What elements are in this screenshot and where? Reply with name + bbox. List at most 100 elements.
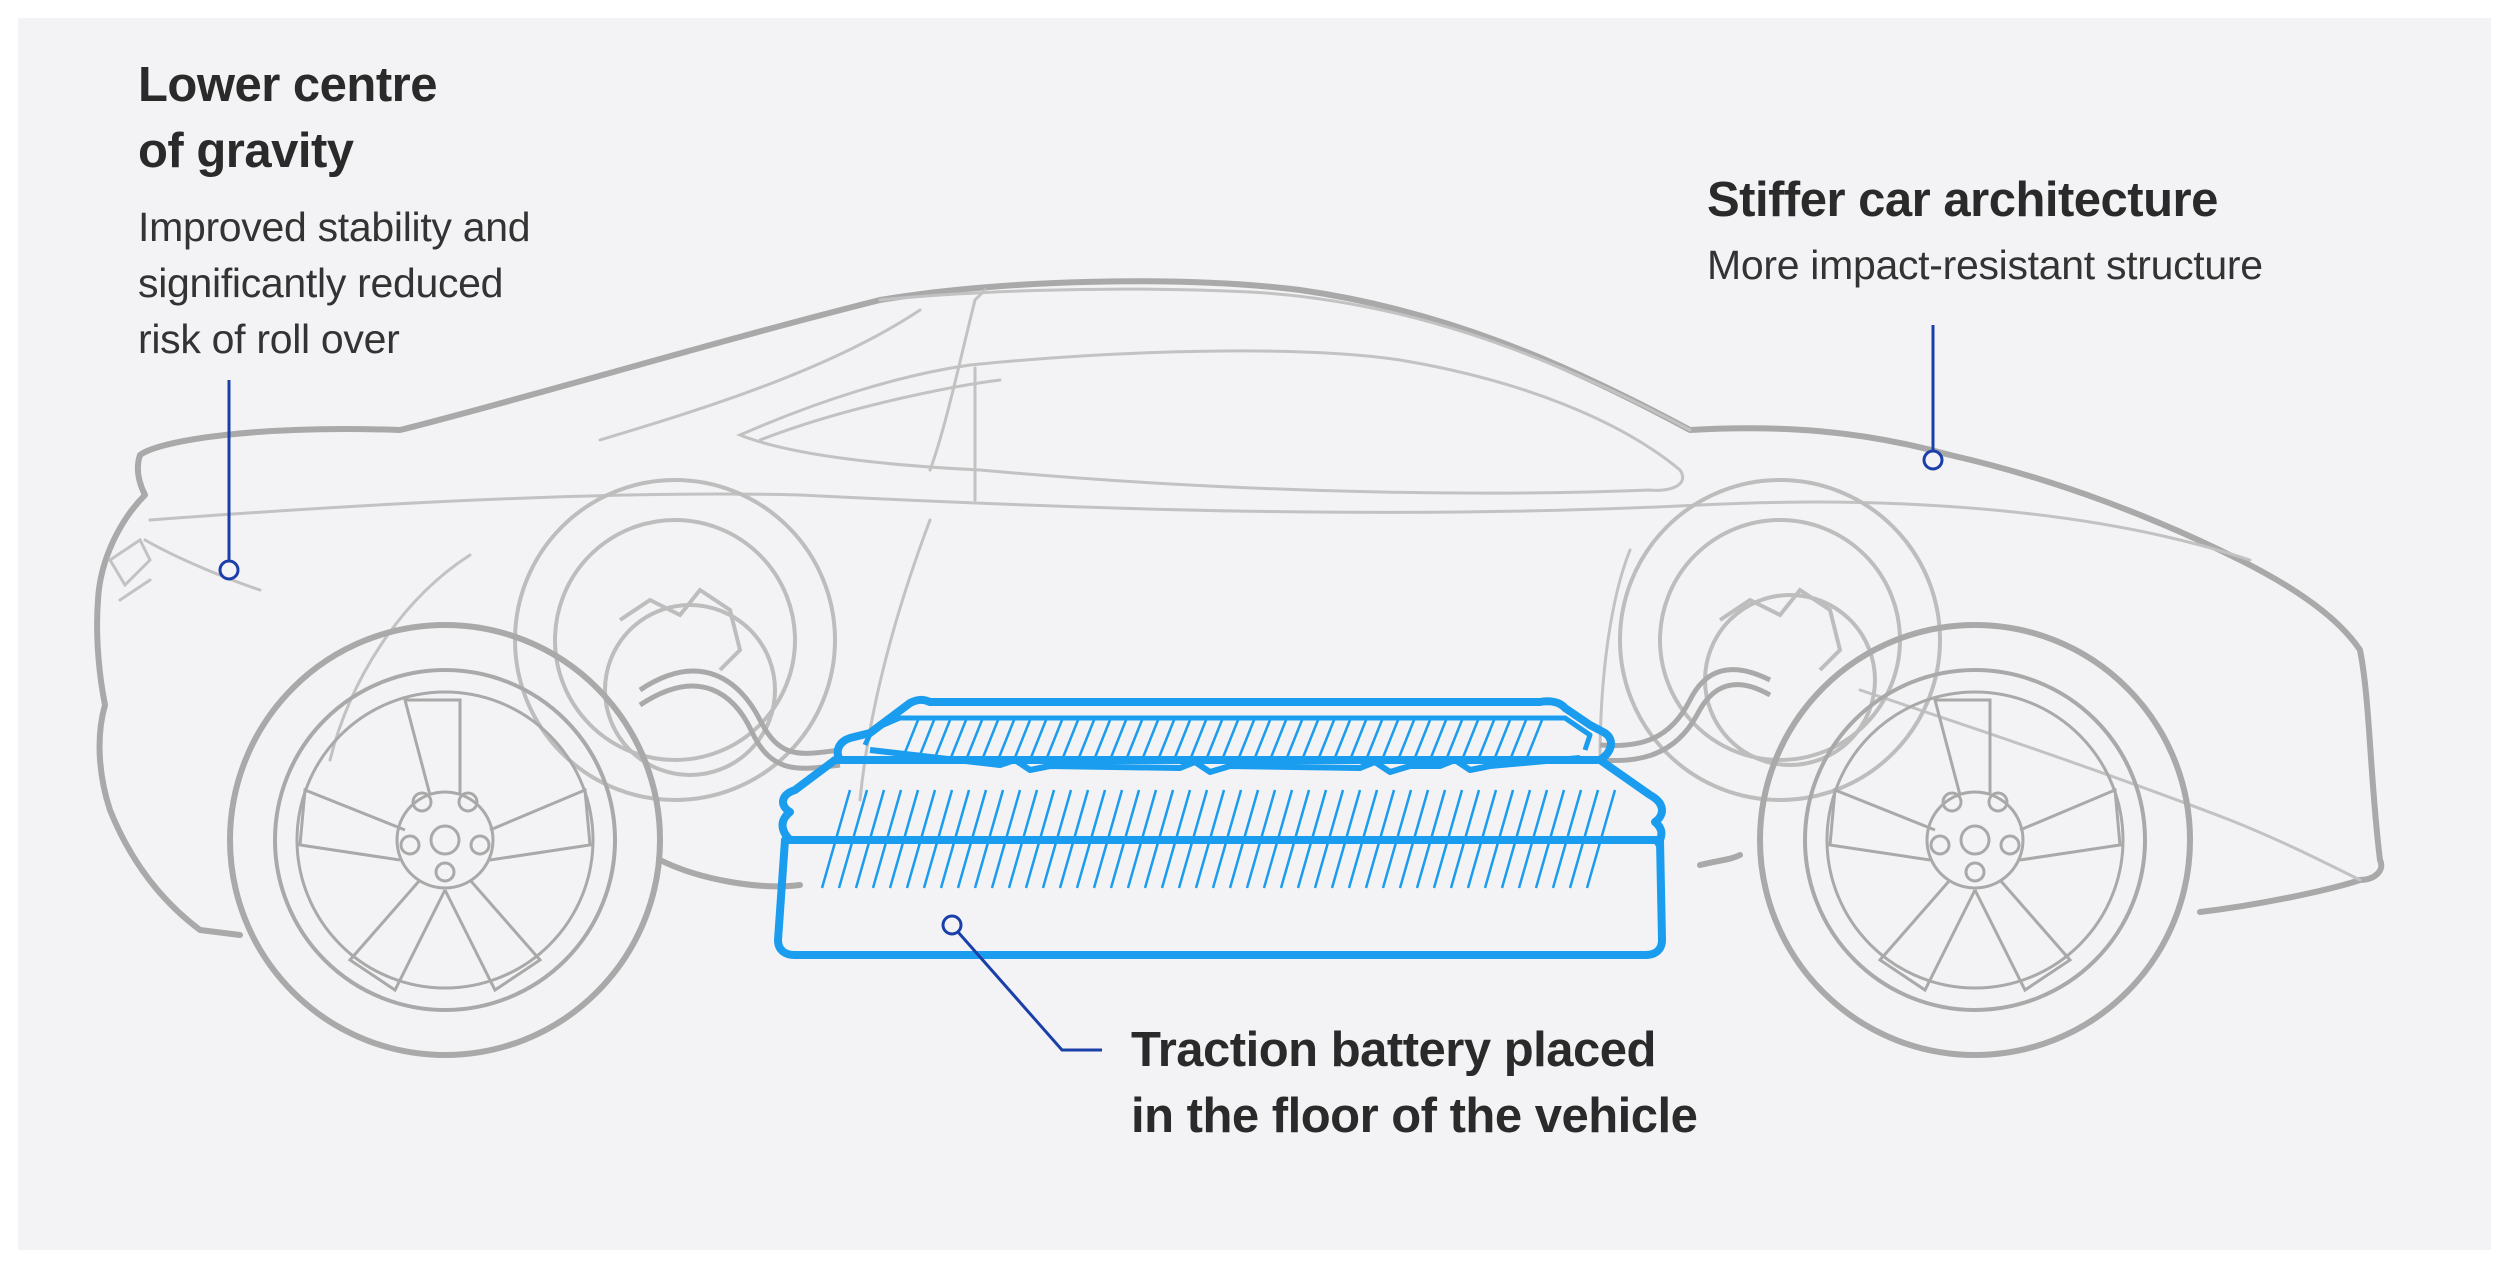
battery-cell-line <box>1412 719 1432 761</box>
battery-cell-line <box>871 789 903 889</box>
battery-cell-line <box>1092 789 1124 889</box>
battery-cell-line <box>1245 789 1277 889</box>
battery-cell-line <box>1126 789 1158 889</box>
battery-cell-line <box>888 789 920 889</box>
battery-cell-line <box>1380 719 1400 761</box>
battery-cell-line <box>1041 789 1073 889</box>
battery-cell-line <box>1109 789 1141 889</box>
battery-cell-line <box>1524 719 1544 761</box>
battery-cell-line <box>1330 789 1362 889</box>
battery-cell-line <box>1204 719 1224 761</box>
battery-cell-line <box>1449 789 1481 889</box>
battery-cell-line <box>1075 789 1107 889</box>
battery-cell-line <box>1284 719 1304 761</box>
battery-cell-line <box>1058 789 1090 889</box>
battery-cell-line <box>922 789 954 889</box>
wheel-wells <box>513 478 1942 802</box>
battery-cell-line <box>1534 789 1566 889</box>
gravity-description: Improved stability and significantly red… <box>138 204 531 362</box>
battery-cell-line <box>1381 789 1413 889</box>
battery-cell-line <box>1028 719 1048 761</box>
battery-cell-line <box>1108 719 1128 761</box>
gravity-title: Lower centre of gravity <box>138 58 437 178</box>
battery-cell-line <box>1262 789 1294 889</box>
battery-cell-line <box>1228 789 1260 889</box>
battery-cell-line <box>990 789 1022 889</box>
battery-cell-line <box>1211 789 1243 889</box>
car-detail-lines <box>107 287 2362 882</box>
battery-cell-line <box>1415 789 1447 889</box>
architecture-title: Stiffer car architecture <box>1707 173 2218 227</box>
battery-cell-line <box>1568 789 1600 889</box>
battery-cell-line <box>1585 789 1617 889</box>
battery-cell-line <box>1398 789 1430 889</box>
battery-cell-line <box>1444 719 1464 761</box>
battery-cell-line <box>973 789 1005 889</box>
battery-cell-line <box>837 789 869 889</box>
battery-cell-line <box>980 719 1000 761</box>
battery-cell-line <box>916 719 936 761</box>
battery-cell-line <box>1432 789 1464 889</box>
battery-cell-line <box>1313 789 1345 889</box>
battery-cell-line <box>1551 789 1583 889</box>
battery-cell-line <box>1296 789 1328 889</box>
battery-cell-line <box>932 719 952 761</box>
traction-battery <box>774 695 1666 959</box>
battery-cell-line <box>1194 789 1226 889</box>
battery-cell-line <box>1156 719 1176 761</box>
battery-cell-line <box>1517 789 1549 889</box>
battery-cell-line <box>1483 789 1515 889</box>
drive-cables <box>638 667 1772 771</box>
callout-lines <box>218 325 1944 1052</box>
battery-cell-line <box>1252 719 1272 761</box>
battery-cell-line <box>1143 789 1175 889</box>
battery-cell-line <box>948 719 968 761</box>
battery-title: Traction battery placed in the floor of … <box>1131 1023 1698 1143</box>
battery-cell-line <box>1160 789 1192 889</box>
battery-cell-line <box>1332 719 1352 761</box>
battery-cell-line <box>1268 719 1288 761</box>
battery-cell-line <box>854 789 886 889</box>
battery-cell-line <box>1172 719 1192 761</box>
battery-cell-line <box>1076 719 1096 761</box>
battery-cell-line <box>1364 719 1384 761</box>
battery-cell-line <box>964 719 984 761</box>
battery-cell-line <box>1092 719 1112 761</box>
battery-cell-line <box>1364 789 1396 889</box>
diagram-background <box>18 18 2491 1250</box>
battery-cell-line <box>939 789 971 889</box>
battery-cell-line <box>1124 719 1144 761</box>
battery-cell-line <box>1024 789 1056 889</box>
battery-cell-line <box>1044 719 1064 761</box>
battery-cell-line <box>1220 719 1240 761</box>
rear-wheel <box>227 622 663 1058</box>
battery-cell-line <box>1177 789 1209 889</box>
battery-cell-line <box>1347 789 1379 889</box>
battery-cell-line <box>1236 719 1256 761</box>
battery-cell-line <box>1396 719 1416 761</box>
battery-cell-line <box>905 789 937 889</box>
battery-cell-line <box>1007 789 1039 889</box>
battery-cell-line <box>1140 719 1160 761</box>
battery-cell-line <box>1492 719 1512 761</box>
battery-cell-line <box>1508 719 1528 761</box>
battery-cell-line <box>1316 719 1336 761</box>
battery-cell-line <box>996 719 1016 761</box>
battery-cell-line <box>820 789 852 889</box>
battery-cell-line <box>1348 719 1368 761</box>
battery-cell-line <box>1428 719 1448 761</box>
battery-cell-line <box>900 719 920 761</box>
battery-cell-line <box>1300 719 1320 761</box>
battery-cell-line <box>1279 789 1311 889</box>
battery-cell-line <box>1476 719 1496 761</box>
battery-cell-line <box>1460 719 1480 761</box>
battery-cell-line <box>1188 719 1208 761</box>
battery-cell-line <box>1500 789 1532 889</box>
battery-cell-line <box>1012 719 1032 761</box>
battery-cell-line <box>1466 789 1498 889</box>
battery-cell-line <box>1060 719 1080 761</box>
battery-cell-line <box>956 789 988 889</box>
front-wheel <box>1757 622 2193 1058</box>
architecture-description: More impact-resistant structure <box>1707 242 2263 288</box>
